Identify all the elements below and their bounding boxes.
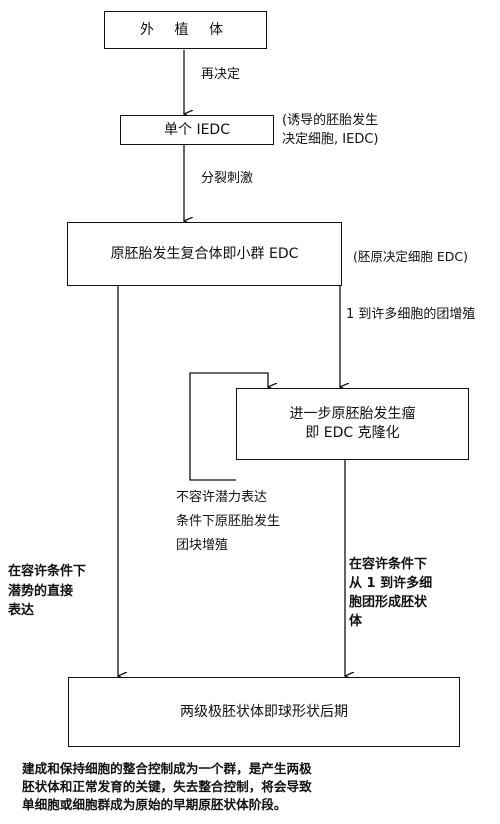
single-iedc-label: 单个 IEDC (164, 121, 230, 138)
division-stimulus-label: 分裂刺激 (201, 171, 254, 186)
explant-label: 外 植 体 (140, 21, 231, 38)
redetermination-label: 再决定 (201, 67, 241, 82)
bipolar-embryoid-label: 两级极胚状体即球形状后期 (180, 703, 348, 720)
permissive-embryoid-label: 在容许条件下 从 1 到许多细 胞团形成胚状 体 (349, 557, 433, 629)
edc-note: (胚原决定细胞 EDC) (353, 249, 468, 264)
nonpermissive-label: 不容许潜力表达 条件下原胚胎发生 团块增殖 (176, 490, 281, 554)
explant-box: 外 植 体 (104, 11, 267, 49)
further-proembryo-box: 进一步原胚胎发生瘤 即 EDC 克隆化 (236, 388, 469, 460)
single-iedc-box: 单个 IEDC (120, 115, 274, 145)
proliferation-label: 1 到许多细胞的团增殖 (346, 307, 476, 322)
bipolar-embryoid-box: 两级极胚状体即球形状后期 (68, 677, 460, 747)
permissive-direct-label: 在容许条件下 潜势的直接 表达 (8, 564, 87, 618)
proembryo-complex-label: 原胚胎发生复合体即小群 EDC (110, 245, 299, 262)
proembryo-complex-box: 原胚胎发生复合体即小群 EDC (67, 222, 342, 286)
further-proembryo-label: 进一步原胚胎发生瘤 即 EDC 克隆化 (289, 406, 416, 441)
iedc-note: (诱导的胚胎发生 决定细胞, IEDC) (282, 113, 379, 147)
bottom-explanation: 建成和保持细胞的整合控制成为一个群，是产生两极 胚状体和正常发育的关键，失去整合… (22, 761, 312, 812)
